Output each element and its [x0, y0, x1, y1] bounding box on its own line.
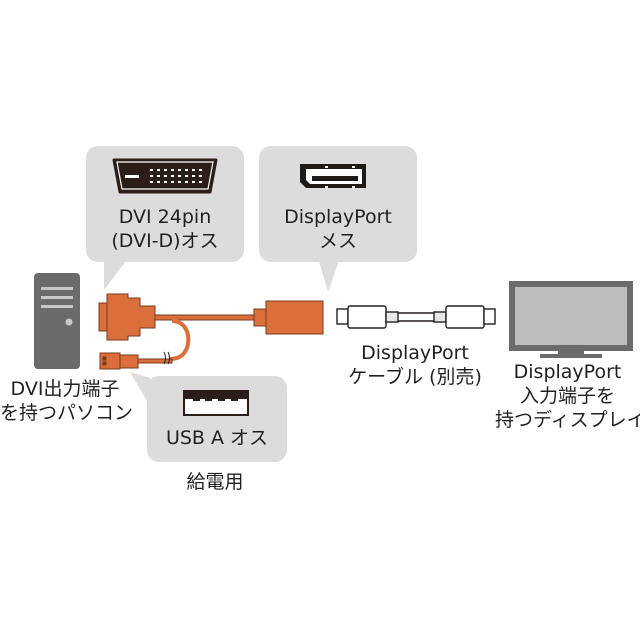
displayport-connector-icon [300, 164, 366, 188]
usb-callout-line1: USB A オス [165, 427, 269, 449]
usb-a-connector-icon [183, 390, 249, 416]
displayport-callout-line2: メス [318, 230, 357, 252]
usb-callout-label: USB A オス [147, 426, 287, 450]
adapter-cable [98, 293, 324, 370]
dvi-callout-line1: DVI 24pin [118, 206, 212, 228]
displayport-callout-line1: DisplayPort [284, 206, 392, 228]
dvi-callout-line2: (DVI-D)オス [111, 230, 219, 252]
display-monitor-icon [509, 281, 633, 358]
pc-label-line2: を持つパソコン [0, 402, 134, 424]
displayport-callout [259, 146, 417, 292]
displayport-callout-label: DisplayPort メス [259, 205, 417, 253]
cable-label-line1: DisplayPort [361, 342, 469, 364]
cable-label: DisplayPort ケーブル (別売) [340, 341, 490, 389]
dvi-connector-icon [112, 158, 218, 194]
usb-power-note: 給電用 [186, 471, 244, 493]
pc-label-line1: DVI出力端子 [10, 378, 120, 400]
cable-label-line2: ケーブル (別売) [348, 366, 482, 388]
dvi-callout [86, 146, 244, 290]
display-label: DisplayPort 入力端子を 持つディスプレイ [495, 360, 640, 432]
usb-callout [130, 372, 287, 462]
display-label-line2: 入力端子を [519, 385, 615, 407]
display-label-line1: DisplayPort [513, 361, 622, 383]
displayport-cable-icon [336, 305, 496, 329]
display-label-line3: 持つディスプレイ [495, 409, 640, 431]
pc-tower-icon [34, 273, 80, 369]
pc-label: DVI出力端子 を持つパソコン [0, 377, 134, 425]
dvi-callout-label: DVI 24pin (DVI-D)オス [86, 205, 244, 253]
